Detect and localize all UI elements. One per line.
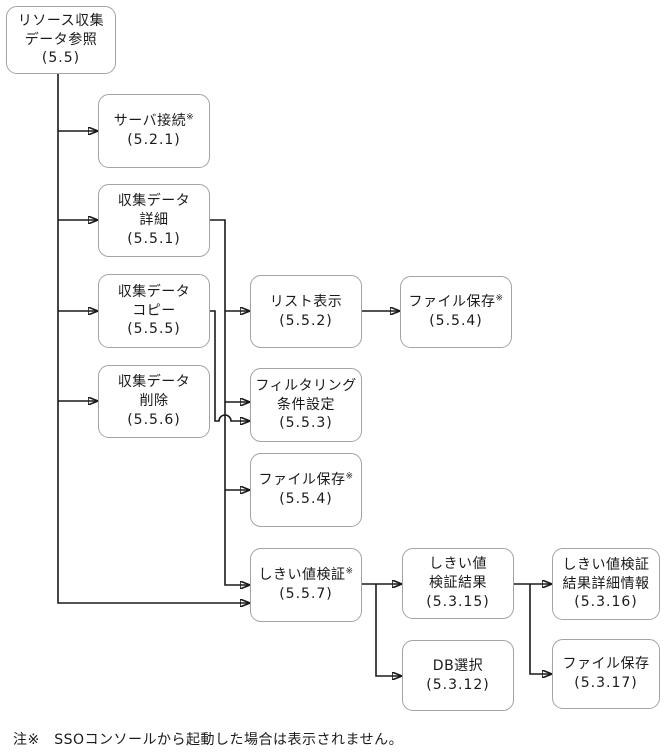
node-label: 収集データ <box>117 193 191 210</box>
node-5-5-1-collected-data-detail: 収集データ 詳細 (5.5.1) <box>98 184 210 257</box>
node-5-3-17-file-save: ファイル保存 (5.3.17) <box>552 639 660 709</box>
node-ref: (5.3.12) <box>426 676 490 693</box>
node-ref: (5.5.5) <box>127 321 181 338</box>
node-label: しきい値検証 <box>562 556 650 573</box>
node-ref: (5.2.1) <box>127 132 181 148</box>
node-label: DB選択 <box>432 657 484 674</box>
node-ref: (5.5.6) <box>127 411 181 428</box>
node-label: ファイル保存※ <box>258 471 354 489</box>
node-label: ファイル保存 <box>562 656 650 673</box>
node-ref: (5.5.7) <box>279 586 333 602</box>
node-5-5-resource-data-view: リソース収集 データ参照 (5.5) <box>6 6 116 74</box>
node-label: リスト表示 <box>269 293 343 310</box>
node-ref: (5.5.1) <box>127 230 181 247</box>
note-marker: ※ <box>186 112 195 123</box>
edge-5-5-5-to-5-5-3 <box>210 310 250 421</box>
node-5-3-12-db-select: DB選択 (5.3.12) <box>402 640 514 711</box>
node-label: コピー <box>132 302 176 319</box>
node-label: 収集データ <box>117 374 191 391</box>
node-5-2-1-server-connect: サーバ接続※ (5.2.1) <box>98 94 210 168</box>
note-marker: ※ <box>345 566 354 577</box>
node-label: 結果詳細情報 <box>562 575 650 592</box>
edge-5-5-to-5-5-7 <box>57 74 250 603</box>
node-label: 条件設定 <box>277 396 335 413</box>
note-marker: ※ <box>495 293 504 304</box>
note-marker: ※ <box>345 471 354 482</box>
node-label: しきい値検証※ <box>258 566 354 584</box>
edge-5-5-7-to-5-3-12 <box>375 584 402 676</box>
node-label: ファイル保存※ <box>408 293 504 311</box>
node-ref: (5.5.2) <box>279 312 333 329</box>
node-label: 詳細 <box>139 212 169 229</box>
node-5-5-4-file-save-mid: ファイル保存※ (5.5.4) <box>250 453 362 527</box>
node-ref: (5.3.15) <box>426 593 490 610</box>
node-5-3-16-threshold-result-detail: しきい値検証 結果詳細情報 (5.3.16) <box>552 548 660 620</box>
node-5-5-7-threshold-verify: しきい値検証※ (5.5.7) <box>250 548 362 622</box>
node-5-5-5-collected-data-copy: 収集データ コピー (5.5.5) <box>98 274 210 348</box>
node-ref: (5.3.16) <box>574 594 638 611</box>
node-5-5-2-list-view: リスト表示 (5.5.2) <box>250 275 362 348</box>
node-ref: (5.5) <box>41 50 81 67</box>
node-label: サーバ接続※ <box>113 112 195 130</box>
node-5-5-3-filtering-conditions: フィルタリング 条件設定 (5.5.3) <box>250 368 362 442</box>
node-label: フィルタリング <box>255 377 357 394</box>
node-label: 削除 <box>139 393 169 410</box>
node-label: データ参照 <box>24 31 98 48</box>
node-ref: (5.5.4) <box>429 313 483 329</box>
node-label: 検証結果 <box>429 575 487 592</box>
footnote: 注※ SSOコンソールから起動した場合は表示されません。 <box>13 732 404 748</box>
node-ref: (5.5.4) <box>279 491 333 507</box>
node-5-3-15-threshold-result: しきい値 検証結果 (5.3.15) <box>402 548 514 619</box>
edge-5-3-15-to-5-3-17 <box>529 584 552 674</box>
node-ref: (5.3.17) <box>574 675 638 691</box>
node-5-5-4-file-save-top: ファイル保存※ (5.5.4) <box>400 276 512 348</box>
node-label: リソース収集 <box>17 12 105 29</box>
node-label: しきい値 <box>429 556 487 573</box>
node-label: 収集データ <box>117 283 191 300</box>
node-5-5-6-collected-data-delete: 収集データ 削除 (5.5.6) <box>98 365 210 438</box>
node-ref: (5.5.3) <box>279 415 333 432</box>
